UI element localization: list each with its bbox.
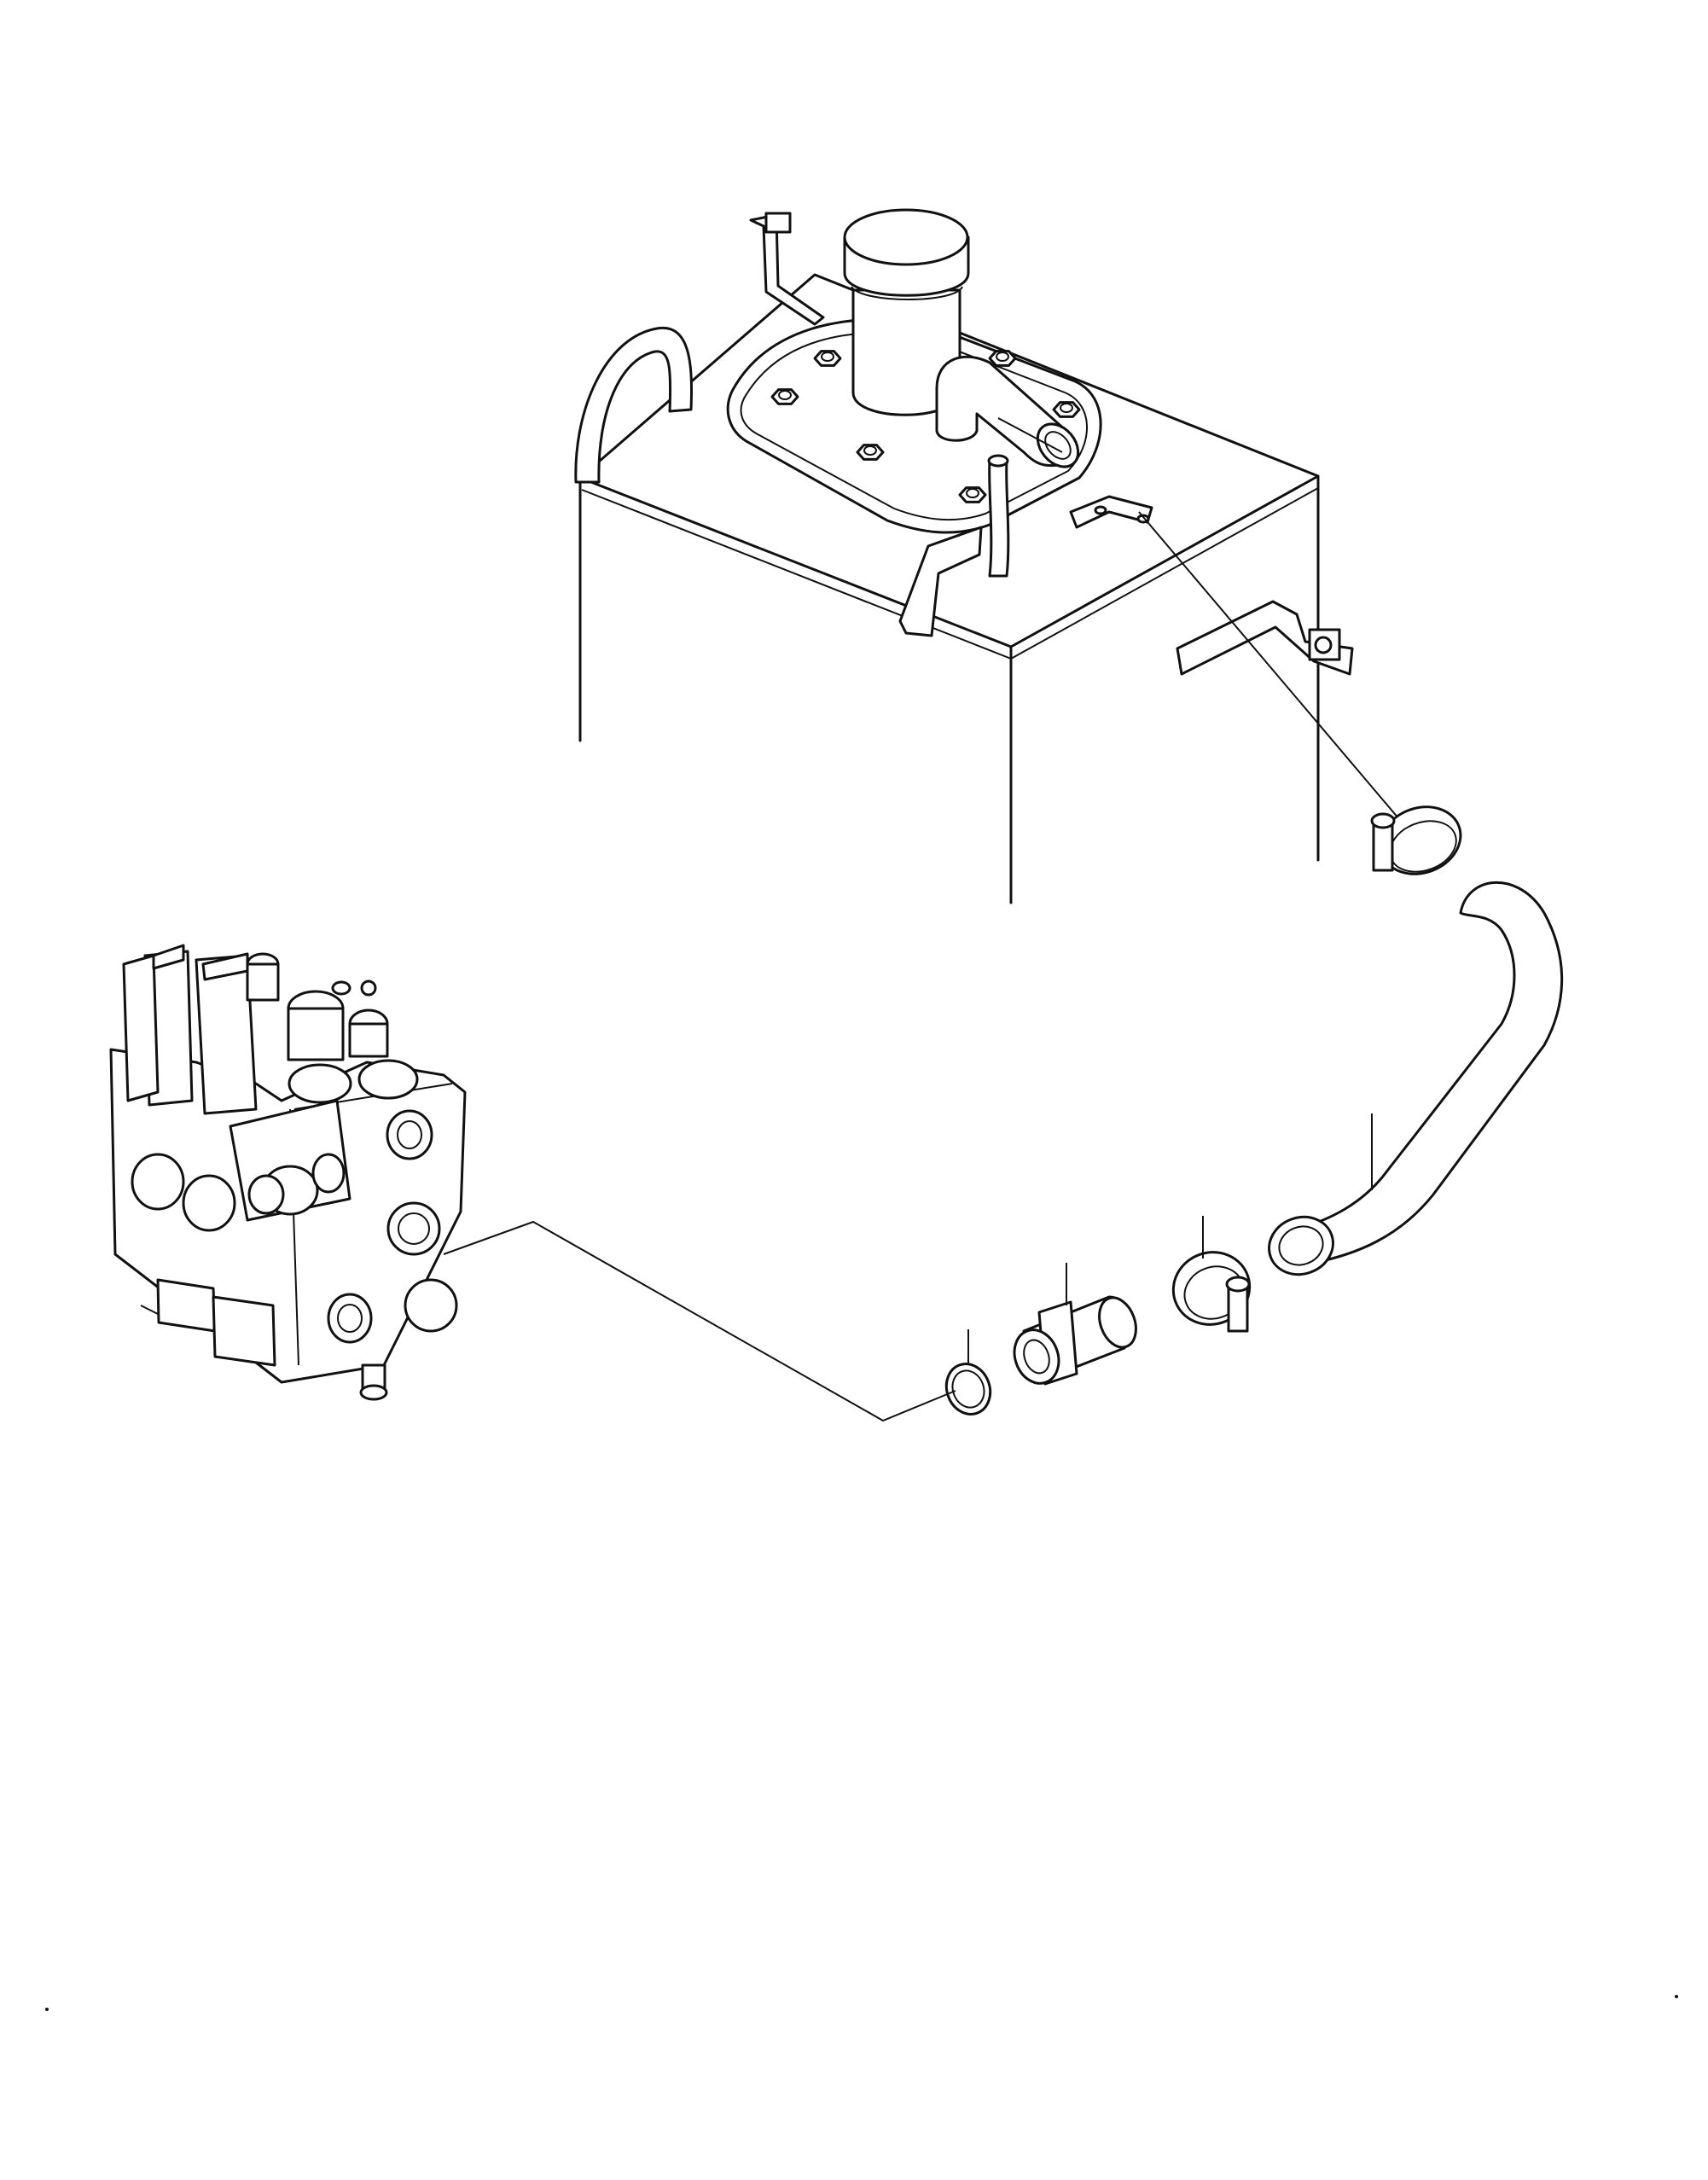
tank-mounting-brackets [749, 212, 1354, 676]
o-ring [944, 1329, 992, 1416]
corner-mark-left [45, 2008, 49, 2011]
tank-cover-bolt [770, 388, 799, 405]
hose-clamp-upper [1370, 805, 1462, 875]
tank-cover-bolt [958, 486, 987, 503]
suction-hose [1268, 881, 1564, 1276]
tank-cover-bolt [1052, 401, 1081, 418]
tank-outlet-elbow [935, 355, 1080, 468]
tank-cover-bolts [770, 350, 1081, 503]
tank-cover-bolt [813, 350, 842, 367]
adapter-fitting [1013, 1263, 1137, 1386]
tank-breather-hose [574, 326, 1010, 578]
tank-cover-bolt [988, 350, 1017, 367]
corner-mark-right [1675, 1995, 1678, 1998]
leader-line-elbow [997, 417, 1063, 453]
leader-line-upper [1138, 511, 1400, 820]
control-valve-assembly [109, 944, 467, 1401]
hose-clamp-lower [1171, 1216, 1252, 1333]
tank-filler-cap [843, 208, 970, 416]
leader-line-valve [443, 1220, 956, 1422]
tank-cover-bolt [856, 444, 885, 461]
